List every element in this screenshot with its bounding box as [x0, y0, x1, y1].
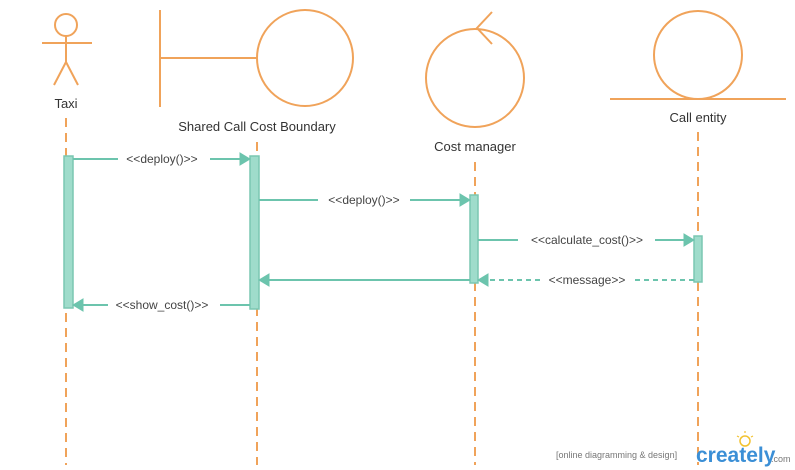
message-label: <<deploy()>> [126, 152, 197, 166]
message-return-entity-to-control: <<message>> [477, 273, 694, 287]
message-deploy-taxi-to-boundary: <<deploy()>> [73, 152, 251, 166]
control-activation [469, 194, 479, 284]
control-label: Cost manager [434, 139, 516, 154]
control-object-icon [425, 11, 525, 128]
boundary-label: Shared Call Cost Boundary [178, 119, 336, 134]
watermark-brand: creately [696, 444, 776, 467]
boundary-activation [249, 155, 260, 310]
entity-label: Call entity [669, 110, 727, 125]
boundary-object-icon [159, 9, 354, 107]
watermark-suffix: .com [771, 454, 791, 464]
message-label: <<calculate_cost()>> [531, 233, 643, 247]
entity-activation [693, 235, 703, 283]
taxi-activation [63, 155, 74, 309]
taxi-label: Taxi [54, 96, 77, 111]
message-label: <<message>> [549, 273, 626, 287]
entity-object-icon [610, 10, 786, 100]
message-label: <<deploy()>> [328, 193, 399, 207]
lightbulb-icon [736, 431, 754, 447]
message-calculate-cost: <<calculate_cost()>> [478, 233, 695, 247]
watermark-tagline: [online diagramming & design] [556, 450, 677, 460]
message-label: <<show_cost()>> [116, 298, 209, 312]
creately-watermark: [online diagramming & design] creately .… [556, 431, 791, 467]
message-show-cost: <<show_cost()>> [72, 298, 250, 312]
message-deploy-boundary-to-control: <<deploy()>> [259, 193, 471, 207]
taxi-actor-icon [42, 13, 92, 86]
message-control-to-boundary [258, 273, 470, 287]
